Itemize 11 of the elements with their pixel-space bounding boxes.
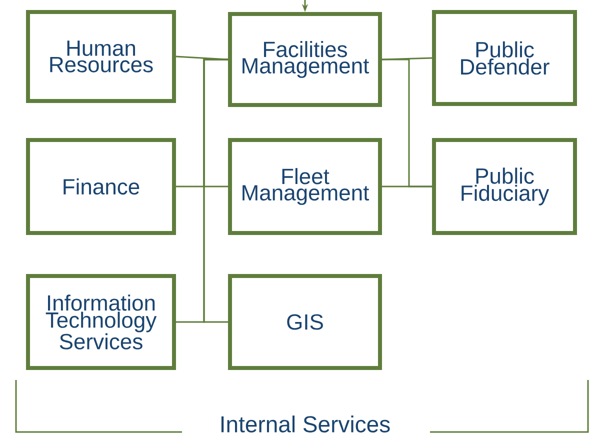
- department-box: Fleet Management: [228, 138, 382, 235]
- connector: [382, 186, 432, 188]
- department-box: Facilities Management: [228, 12, 382, 107]
- department-box: GIS: [228, 274, 382, 370]
- group-label: Internal Services: [221, 416, 390, 432]
- department-box: Public Defender: [432, 10, 577, 106]
- department-box: Human Resources: [26, 10, 176, 103]
- department-box: Public Fiduciary: [432, 138, 577, 235]
- department-box: Finance: [26, 138, 176, 235]
- department-box: Information Technology Services: [26, 274, 176, 370]
- connector: [203, 58, 228, 323]
